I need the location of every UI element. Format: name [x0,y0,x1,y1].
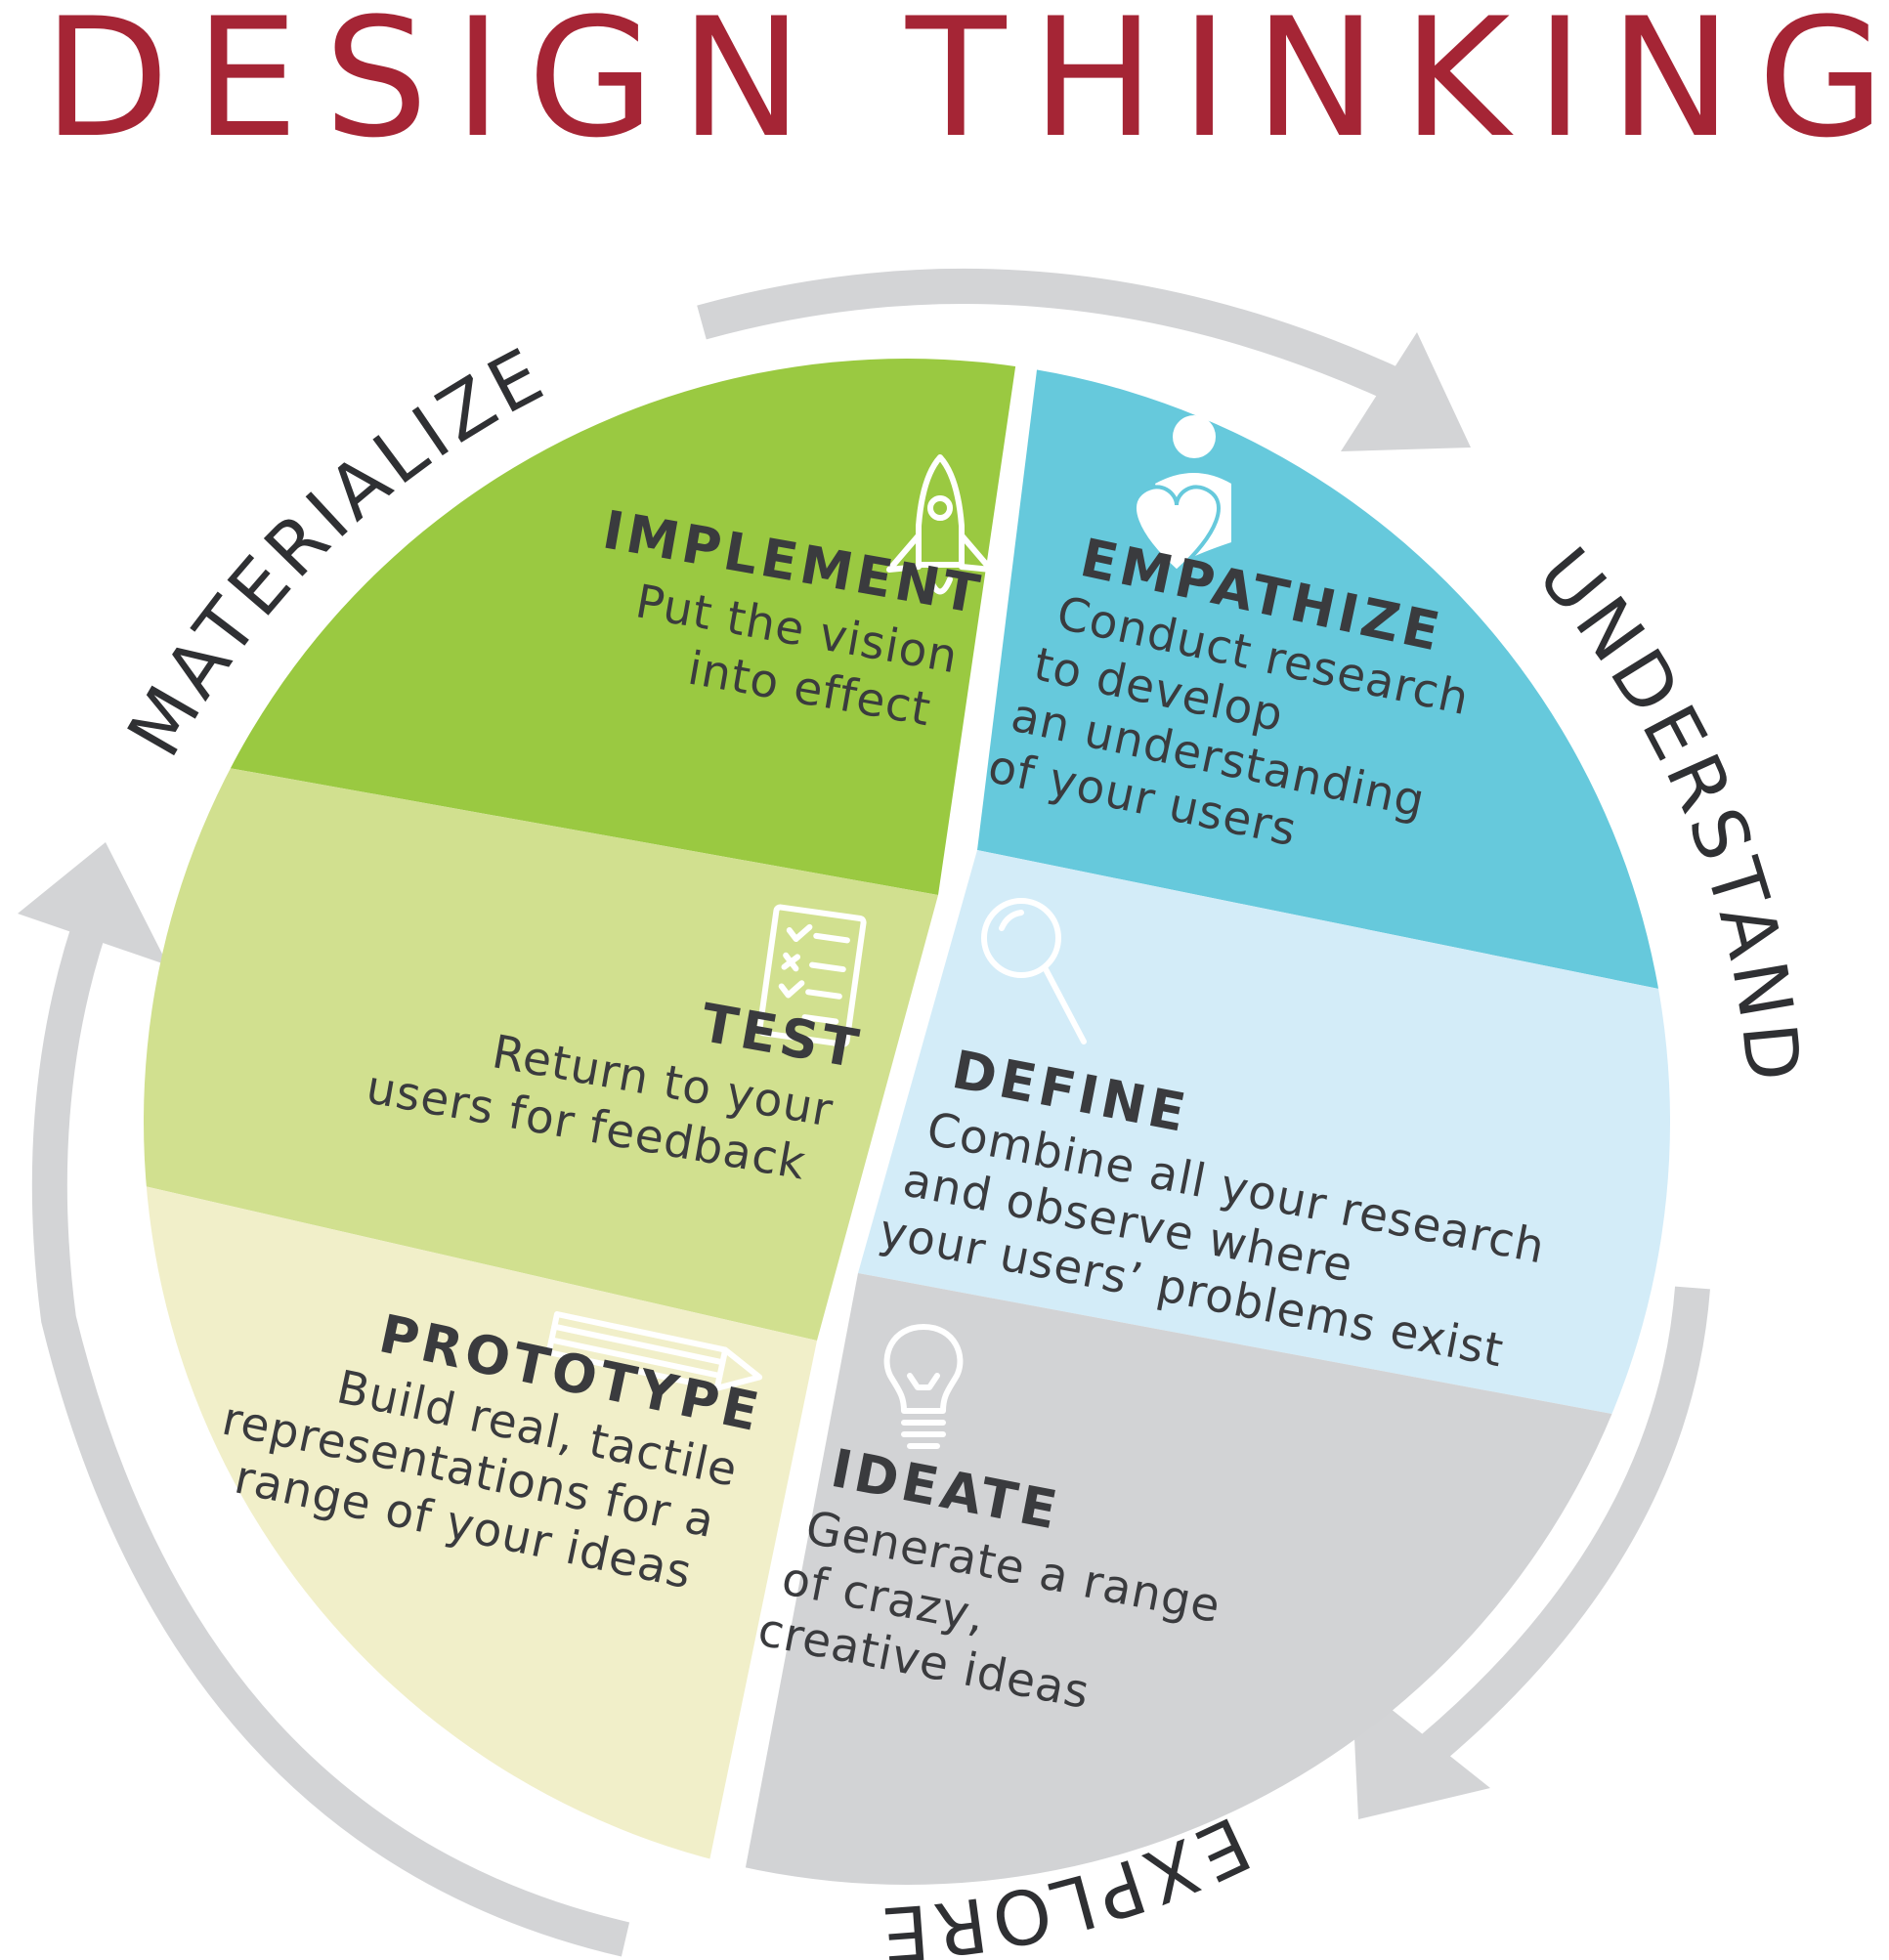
rocket-icon [886,454,994,595]
lightbulb-icon [883,1324,964,1449]
pencil-icon [545,1311,763,1391]
checklist-icon [756,904,867,1047]
cycle-arrows [18,269,1710,1957]
arrow-arc-left [31,902,630,1957]
magnifier-icon [981,898,1087,1044]
phase-text-ideate: IDEATE Generate a range of crazy, creati… [753,1437,1224,1720]
section-define [858,850,1670,1466]
arrow-head-left [18,842,168,965]
arrow-arc-top [697,269,1415,407]
arrow-arc-bottom-right [1420,1286,1710,1763]
page-title: DESIGN THINKING [43,0,1889,174]
section-test [144,727,938,1341]
person-heart-icon [1133,415,1231,575]
arrow-head-top [1341,332,1471,451]
phase-text-empathize: EMPATHIZE Conduct research to develop an… [984,527,1475,857]
